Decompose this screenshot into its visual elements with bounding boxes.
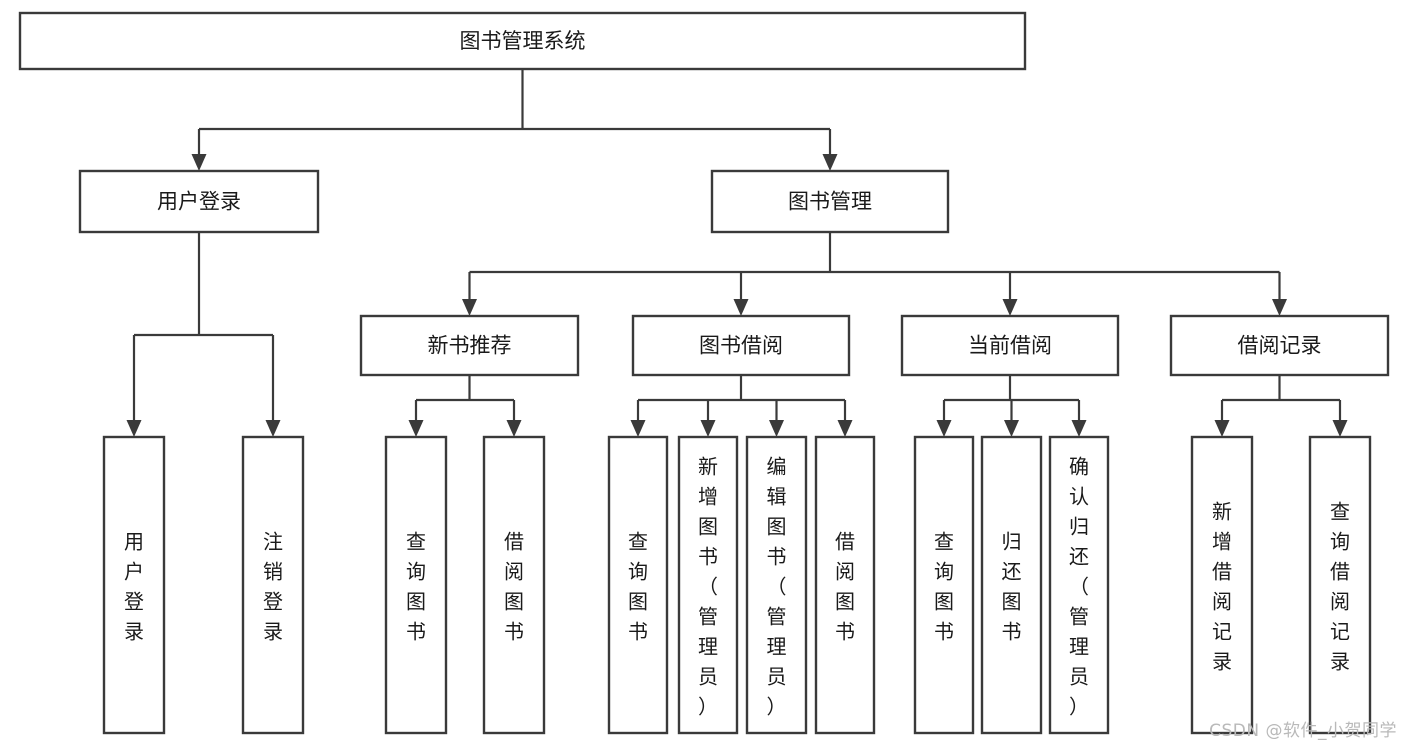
arrow-head-icon [191, 154, 207, 171]
node-label: 用户登录 [157, 190, 241, 214]
connector-group [126, 232, 281, 437]
node-box[interactable] [482, 435, 546, 735]
node-user-login[interactable]: 用户登录 [78, 169, 320, 234]
node-current-borrow[interactable]: 当前借阅 [900, 314, 1120, 377]
connector-group [936, 375, 1087, 437]
node-book-borrow[interactable]: 图书借阅 [631, 314, 851, 377]
node-box[interactable] [1308, 435, 1372, 735]
node-label: 借阅记录 [1238, 334, 1322, 358]
node-leaf-borrow-query-book[interactable]: 查询图书 [607, 435, 669, 735]
connector-group [462, 232, 1287, 316]
node-box[interactable] [384, 435, 448, 735]
arrow-head-icon [126, 420, 142, 437]
node-leaf-rec-borrow-book[interactable]: 借阅图书 [482, 435, 546, 735]
node-label: 编辑图书（管理员） [767, 454, 787, 718]
arrow-head-icon [769, 420, 784, 437]
node-box[interactable] [677, 435, 739, 735]
arrow-head-icon [936, 420, 952, 437]
node-box[interactable] [814, 435, 876, 735]
arrow-head-icon [1214, 420, 1230, 437]
node-label: 图书管理 [788, 190, 872, 214]
node-box[interactable] [980, 435, 1043, 735]
node-leaf-rec-query-book[interactable]: 查询图书 [384, 435, 448, 735]
node-label: 新书推荐 [428, 334, 512, 358]
arrow-head-icon [265, 420, 281, 437]
node-box[interactable] [241, 435, 305, 735]
node-book-admin[interactable]: 图书管理 [710, 169, 950, 234]
node-root[interactable]: 图书管理系统 [18, 11, 1027, 71]
node-leaf-rec-add-record[interactable]: 新增借阅记录 [1190, 435, 1254, 735]
arrow-head-icon [630, 420, 646, 437]
node-box[interactable] [913, 435, 975, 735]
arrow-head-icon [462, 299, 477, 316]
node-box[interactable] [1190, 435, 1254, 735]
node-leaf-rec-query-record[interactable]: 查询借阅记录 [1308, 435, 1372, 735]
node-box[interactable] [745, 435, 808, 735]
node-label: 查询图书 [406, 529, 426, 643]
node-label: 用户登录 [124, 529, 144, 643]
node-leaf-user-login[interactable]: 用户登录 [102, 435, 166, 735]
node-box[interactable] [78, 169, 320, 234]
arrow-head-icon [506, 420, 522, 437]
arrow-head-icon [1004, 420, 1019, 437]
node-box[interactable] [102, 435, 166, 735]
node-box[interactable] [1048, 435, 1110, 735]
arrow-head-icon [822, 154, 838, 171]
nodes-layer: 图书管理系统用户登录图书管理新书推荐图书借阅当前借阅借阅记录用户登录注销登录查询… [18, 11, 1390, 735]
connectors-layer [126, 69, 1348, 437]
node-box[interactable] [710, 169, 950, 234]
arrow-head-icon [837, 420, 853, 437]
node-box[interactable] [607, 435, 669, 735]
node-borrow-record[interactable]: 借阅记录 [1169, 314, 1390, 377]
arrow-head-icon [1071, 420, 1087, 437]
arrow-head-icon [733, 299, 749, 316]
node-leaf-user-logout[interactable]: 注销登录 [241, 435, 305, 735]
connector-group [1214, 375, 1348, 437]
node-label: 查询图书 [628, 529, 648, 643]
connector-group [191, 69, 838, 171]
node-label: 当前借阅 [968, 334, 1052, 358]
node-leaf-borrow-add-book[interactable]: 新增图书（管理员） [677, 435, 739, 735]
node-label: 归还图书 [1002, 529, 1022, 643]
node-label: 注销登录 [263, 529, 283, 643]
node-label: 查询图书 [934, 529, 954, 643]
node-label: 借阅图书 [504, 529, 524, 643]
node-label: 图书管理系统 [460, 29, 586, 53]
node-leaf-cur-query-book[interactable]: 查询图书 [913, 435, 975, 735]
arrow-head-icon [1332, 420, 1348, 437]
node-box[interactable] [631, 314, 851, 377]
arrow-head-icon [1272, 299, 1287, 316]
node-label: 图书借阅 [699, 334, 783, 358]
arrow-head-icon [700, 420, 716, 437]
node-label: 新增借阅记录 [1212, 499, 1232, 673]
node-label: 新增图书（管理员） [698, 454, 718, 718]
node-new-book-rec[interactable]: 新书推荐 [359, 314, 580, 377]
node-leaf-borrow-edit-book[interactable]: 编辑图书（管理员） [745, 435, 808, 735]
node-box[interactable] [18, 11, 1027, 71]
arrow-head-icon [408, 420, 424, 437]
node-label: 查询借阅记录 [1330, 499, 1350, 673]
node-leaf-cur-confirm-return[interactable]: 确认归还（管理员） [1048, 435, 1110, 735]
node-label: 确认归还（管理员） [1069, 454, 1089, 718]
connector-group [408, 375, 522, 437]
node-leaf-cur-return-book[interactable]: 归还图书 [980, 435, 1043, 735]
connector-group [630, 375, 853, 437]
node-box[interactable] [900, 314, 1120, 377]
node-label: 借阅图书 [835, 529, 855, 643]
arrow-head-icon [1002, 299, 1018, 316]
node-box[interactable] [1169, 314, 1390, 377]
node-box[interactable] [359, 314, 580, 377]
node-leaf-borrow-borrow-book[interactable]: 借阅图书 [814, 435, 876, 735]
